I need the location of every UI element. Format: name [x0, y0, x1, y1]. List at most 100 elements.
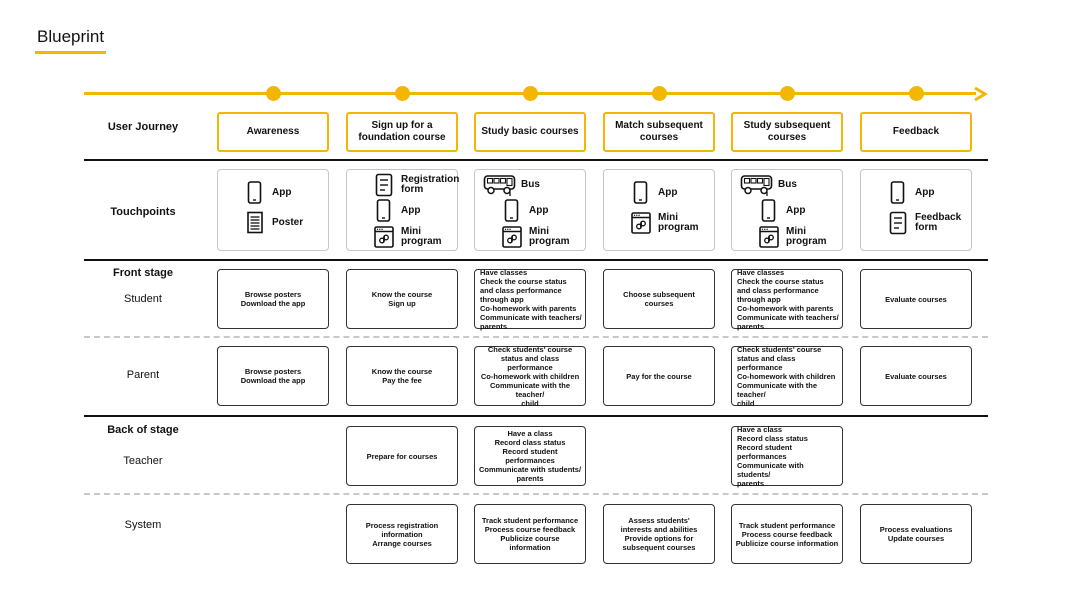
stage-box: Awareness [217, 112, 329, 152]
touchpoint-label: Mini program [658, 212, 699, 233]
bus-icon [483, 173, 517, 197]
touchpoint-item: Feedback form [861, 211, 973, 235]
touchpoint-item: App [347, 199, 459, 223]
touchpoint-item: Registration form [347, 173, 459, 197]
form-icon [373, 173, 395, 197]
teacher-action-text: Prepare for courses [366, 451, 438, 461]
parent-action-box: Know the course Pay the fee [346, 346, 458, 406]
timeline-dot-2 [395, 86, 410, 101]
stage-label: Awareness [246, 125, 300, 137]
touchpoint-item: Poster [218, 211, 330, 235]
parent-action-text: Browse posters Download the app [240, 367, 306, 385]
touchpoint-label: Poster [272, 217, 304, 228]
stage-box: Feedback [860, 112, 972, 152]
row-label-system: System [124, 519, 162, 531]
teacher-action-box: Have a class Record class status Record … [731, 424, 843, 488]
row-label-touchpoints: Touchpoints [110, 206, 176, 218]
stage-label: Study subsequent courses [743, 119, 831, 144]
row-label-back-stage: Back of stage [107, 424, 179, 436]
phone-icon [244, 181, 266, 205]
student-action-text: Know the course Sign up [371, 290, 433, 308]
touchpoint-item: App [604, 181, 716, 205]
touchpoint-item: App [475, 199, 587, 223]
system-action-box: Process registration information Arrange… [346, 504, 458, 564]
parent-action-box: Pay for the course [603, 346, 715, 406]
touchpoint-label: Bus [521, 179, 540, 190]
student-action-text: Browse posters Download the app [240, 290, 306, 308]
touchpoint-item: Mini program [347, 225, 459, 249]
poster-icon [244, 211, 266, 235]
system-action-box: Assess students' interests and abilities… [603, 504, 715, 564]
parent-action-box: Browse posters Download the app [217, 346, 329, 406]
student-action-box: Have classes Check the course status and… [731, 267, 843, 331]
touchpoint-label: Bus [778, 179, 797, 190]
stage-box: Sign up for a foundation course [346, 112, 458, 152]
phone-icon [887, 181, 909, 205]
system-action-text: Track student performance Process course… [735, 520, 839, 548]
phone-icon [373, 199, 395, 223]
mini-program-icon [758, 225, 780, 249]
divider-front-stage [84, 259, 988, 261]
stage-box: Study subsequent courses [731, 112, 843, 152]
touchpoint-label: App [786, 205, 806, 216]
touchpoint-item: Mini program [604, 211, 716, 235]
touchpoint-item: App [861, 181, 973, 205]
teacher-action-text: Have a class Record class status Record … [737, 424, 808, 488]
form-icon [887, 211, 909, 235]
divider-teacher-system [84, 493, 988, 495]
touchpoint-label: Registration form [401, 174, 460, 195]
touchpoint-item: Mini program [475, 225, 587, 249]
divider-student-parent [84, 336, 988, 338]
parent-action-box: Check students' course status and class … [474, 344, 586, 408]
system-action-box: Process evaluations Update courses [860, 504, 972, 564]
parent-action-text: Know the course Pay the fee [371, 367, 433, 385]
touchpoint-label: App [915, 187, 935, 198]
student-action-box: Know the course Sign up [346, 269, 458, 329]
touchpoint-item: App [732, 199, 844, 223]
parent-action-text: Check students' course status and class … [480, 344, 580, 408]
touchpoint-label: Mini program [529, 226, 570, 247]
parent-action-box: Evaluate courses [860, 346, 972, 406]
touchpoint-label: App [401, 205, 421, 216]
touchpoint-item: Mini program [732, 225, 844, 249]
teacher-action-box: Prepare for courses [346, 426, 458, 486]
bus-icon [740, 173, 774, 197]
divider-touchpoints [84, 159, 988, 161]
touchpoint-label: Feedback form [915, 212, 962, 233]
timeline-dot-1 [266, 86, 281, 101]
parent-action-text: Check students' course status and class … [737, 344, 836, 408]
touchpoint-label: App [658, 187, 678, 198]
system-action-box: Track student performance Process course… [731, 504, 843, 564]
student-action-text: Choose subsequent courses [623, 290, 695, 308]
row-label-user-journey: User Journey [107, 121, 179, 133]
stage-box: Match subsequent courses [603, 112, 715, 152]
system-action-text: Process evaluations Update courses [879, 525, 953, 543]
row-label-student: Student [124, 293, 162, 305]
title-underline [35, 51, 106, 54]
touchpoint-label: Mini program [786, 226, 827, 247]
touchpoint-item: App [218, 181, 330, 205]
stage-label: Sign up for a foundation course [358, 119, 446, 144]
teacher-action-box: Have a class Record class status Record … [474, 426, 586, 486]
parent-action-box: Check students' course status and class … [731, 344, 843, 408]
mini-program-icon [501, 225, 523, 249]
timeline-dot-4 [652, 86, 667, 101]
stage-box: Study basic courses [474, 112, 586, 152]
student-action-text: Evaluate courses [885, 294, 947, 304]
stage-label: Match subsequent courses [615, 119, 703, 144]
system-action-text: Assess students' interests and abilities… [620, 516, 698, 552]
touchpoint-item: Bus [732, 173, 844, 197]
phone-icon [630, 181, 652, 205]
parent-action-text: Pay for the course [626, 371, 692, 381]
parent-action-text: Evaluate courses [885, 371, 947, 381]
student-action-text: Have classes Check the course status and… [737, 267, 839, 331]
page-title: Blueprint [37, 27, 105, 46]
mini-program-icon [373, 225, 395, 249]
mini-program-icon [630, 211, 652, 235]
